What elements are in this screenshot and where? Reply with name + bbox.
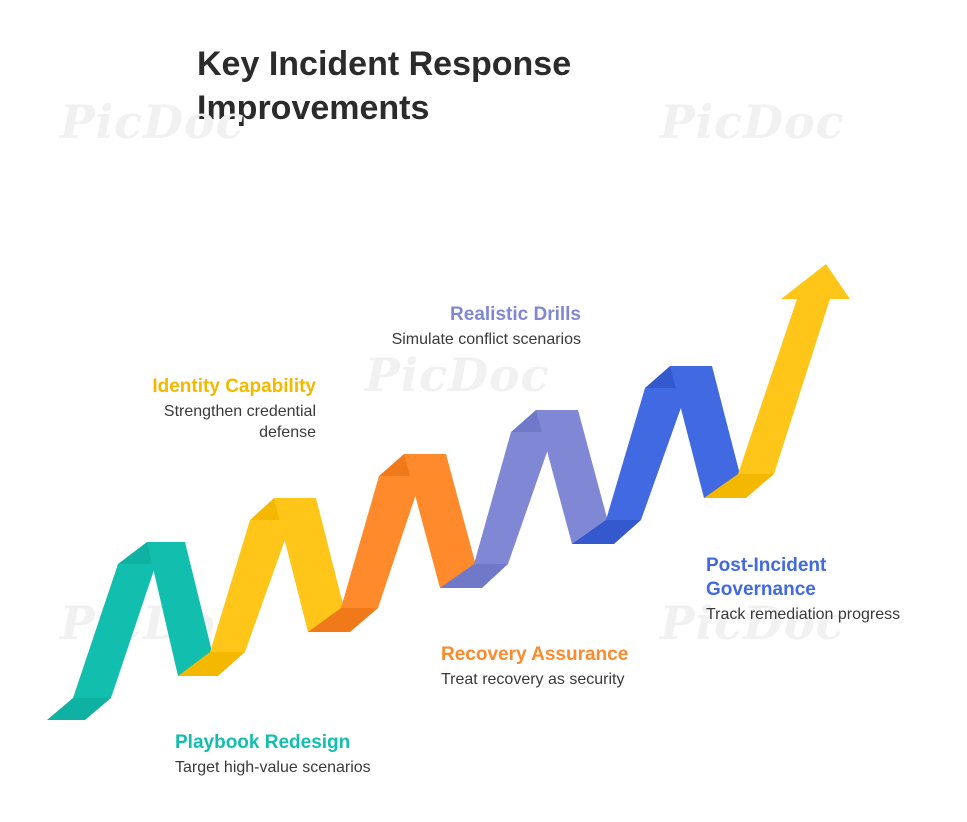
watermark: PicDoc — [60, 596, 245, 650]
watermark: PicDoc — [660, 596, 845, 650]
watermark: PicDoc — [60, 95, 245, 149]
step-playbook-redesign: Playbook Redesign Target high-value scen… — [175, 731, 371, 778]
ribbon-blue-fall — [670, 366, 746, 498]
ribbon-yellow-rise — [210, 520, 292, 652]
step-heading-line-2: Governance — [706, 579, 816, 600]
ribbon-teal-entry — [47, 698, 111, 720]
step-heading-line-1: Post-Incident — [706, 555, 827, 576]
step-description-line-2: defense — [259, 424, 316, 441]
step-description-line-1: Strengthen credential — [163, 403, 316, 420]
ribbon-yellow-fold — [178, 652, 245, 676]
ribbon-blue-rise — [606, 388, 688, 520]
ribbon-orange-fold — [308, 608, 378, 632]
step-description: Treat recovery as security — [441, 671, 625, 688]
ribbon-teal-rise — [73, 564, 156, 698]
step-heading: Identity Capability — [152, 376, 316, 397]
ribbon-orange-rise — [341, 476, 422, 608]
ribbon-arrow-fold — [704, 474, 774, 498]
step-post-incident-governance: Post-Incident Governance Track remediati… — [706, 554, 900, 625]
ribbon-lavender-fall — [536, 410, 614, 544]
step-description: Target high-value scenarios — [175, 759, 371, 776]
title-line-2: Improvements — [197, 89, 430, 127]
ribbon-lavender-fold — [440, 564, 508, 588]
step-description: Track remediation progress — [706, 606, 901, 623]
step-identity-capability: Identity Capability Strengthen credentia… — [96, 375, 316, 443]
step-heading: Realistic Drills — [450, 304, 581, 325]
page-title: Key Incident Response Improvements — [197, 42, 657, 130]
up-right-arrow-icon — [738, 264, 850, 474]
step-heading: Recovery Assurance — [441, 644, 629, 665]
ribbon-blue-fold — [572, 520, 641, 544]
ribbon-yellow-fall — [274, 498, 350, 632]
ribbon-teal-fall — [147, 542, 218, 676]
step-heading: Playbook Redesign — [175, 732, 351, 753]
ribbon-lavender-rise — [474, 432, 554, 564]
watermark: PicDoc — [365, 348, 550, 402]
step-realistic-drills: Realistic Drills Simulate conflict scena… — [340, 303, 581, 350]
watermark: PicDoc — [660, 95, 845, 149]
step-description: Simulate conflict scenarios — [391, 331, 581, 348]
title-line-1: Key Incident Response — [197, 45, 572, 83]
ribbon-orange-fall — [404, 454, 482, 588]
step-recovery-assurance: Recovery Assurance Treat recovery as sec… — [441, 643, 628, 690]
